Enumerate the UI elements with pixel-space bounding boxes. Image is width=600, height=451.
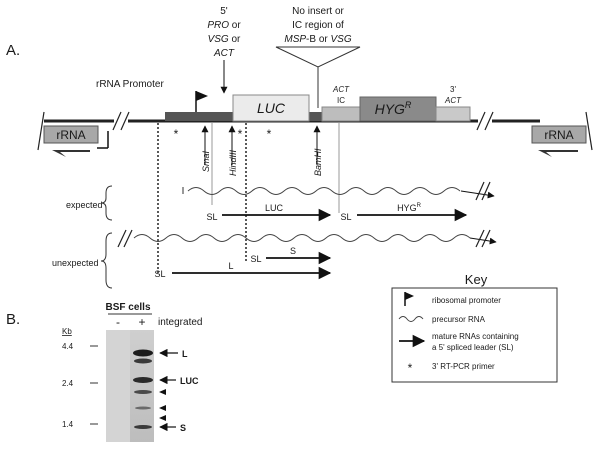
rrna-right-box xyxy=(531,125,587,144)
rrna-left-end-mark xyxy=(37,111,45,151)
band-s xyxy=(134,425,152,429)
unexpected-precursor-rna xyxy=(133,234,471,242)
expected-precursor-rna xyxy=(187,187,461,195)
luc-label: LUC xyxy=(257,100,286,116)
gel-lane-minus xyxy=(106,330,130,442)
act-3prime-box xyxy=(435,106,471,122)
rrna-right-direction-arrow xyxy=(538,150,578,157)
svg-text:PRO or: PRO or xyxy=(207,20,241,31)
kb-label: Kb xyxy=(62,327,72,336)
marker-1-4-label: 1.4 xyxy=(62,420,74,429)
insert-ic-triangle xyxy=(275,46,361,68)
band-luc-label: LUC xyxy=(180,376,199,386)
rrna-left-box xyxy=(43,125,99,144)
key-item-precursor-rna: precursor RNA xyxy=(432,315,486,324)
insert-5prime-label: 5' PRO or VSG or ACT xyxy=(207,6,241,59)
unexpected-break-mark-left xyxy=(117,229,133,248)
expected-label: expected xyxy=(66,200,103,210)
act-ic-label-1: ACT xyxy=(332,85,350,94)
band-minor-2 xyxy=(135,406,151,410)
expected-hyg-rna-label: HYGR xyxy=(397,203,422,213)
rrna-left-promoter-flag-icon xyxy=(97,131,109,149)
svg-text:5': 5' xyxy=(220,6,228,17)
key-title: Key xyxy=(465,272,488,287)
band-s-label: S xyxy=(180,423,186,433)
rrna-right-label: rRNA xyxy=(544,128,573,142)
rrna-promoter-flag-icon xyxy=(195,91,208,112)
unexpected-s-rna-label: S xyxy=(290,246,296,256)
act-3prime-label-1: 3' xyxy=(450,85,456,94)
unexpected-sl-l-label: SL xyxy=(154,269,165,279)
expected-brace xyxy=(100,185,113,221)
rrna-promoter-label: rRNA Promoter xyxy=(96,79,164,90)
key-item-spliced-leader: a 5' spliced leader (SL) xyxy=(432,343,514,352)
band-minor-arrowhead-3 xyxy=(159,415,166,421)
unexpected-precursor-arrow xyxy=(469,237,497,245)
svg-text:ACT: ACT xyxy=(213,48,235,59)
band-minor-arrowhead-1 xyxy=(159,389,166,395)
key-wavy-icon xyxy=(398,316,424,322)
svg-text:VSG or: VSG or xyxy=(208,34,241,45)
band-l xyxy=(133,349,153,357)
key-flag-icon xyxy=(404,292,414,306)
rrna-right-end-mark xyxy=(585,111,593,151)
key-item-mature-rnas: mature RNAs containing xyxy=(432,332,519,341)
svg-text:MSP-B or VSG: MSP-B or VSG xyxy=(284,34,351,45)
panel-a-label: A. xyxy=(6,42,20,59)
primer-asterisk-2: * xyxy=(238,127,243,141)
bsf-cells-label: BSF cells xyxy=(105,302,150,313)
lane-minus-label: - xyxy=(116,315,120,329)
key-item-rt-pcr-primer: 3' RT-PCR primer xyxy=(432,362,495,371)
expected-precursor-arrow xyxy=(460,190,495,199)
smai-site-label: SmaI xyxy=(201,150,211,172)
svg-text:IC region of: IC region of xyxy=(292,20,344,31)
band-l-lower xyxy=(134,358,152,364)
expected-sl-hyg-label: SL xyxy=(340,212,351,222)
primer-asterisk-3: * xyxy=(267,127,272,141)
unexpected-brace xyxy=(100,232,113,289)
band-minor-arrowhead-2 xyxy=(159,405,166,411)
panel-b-label: B. xyxy=(6,311,20,328)
luc-box xyxy=(232,94,310,122)
hyg-label: HYGR xyxy=(375,100,412,117)
integrated-label: integrated xyxy=(158,317,202,328)
band-l-label: L xyxy=(182,349,188,359)
hindiii-site-label: HindIII xyxy=(228,149,238,176)
insert-ic-label: No insert or IC region of MSP-B or VSG xyxy=(284,6,351,45)
marker-4-4-label: 4.4 xyxy=(62,342,74,351)
primer-asterisk-1: * xyxy=(174,127,179,141)
unexpected-l-rna-label: L xyxy=(228,261,233,271)
key-item-ribosomal-promoter: ribosomal promoter xyxy=(432,296,501,305)
band-minor-1 xyxy=(134,390,152,394)
break-mark-right xyxy=(476,111,494,131)
act-ic-label-2: IC xyxy=(337,96,345,105)
unexpected-label: unexpected xyxy=(52,258,99,268)
rrna-left-direction-arrow xyxy=(52,150,90,157)
band-luc xyxy=(133,377,153,383)
act-ic-box xyxy=(321,106,361,122)
bamhi-site-label: BamHI xyxy=(313,148,323,176)
marker-2-4-label: 2.4 xyxy=(62,379,74,388)
lane-plus-label: + xyxy=(138,315,145,329)
expected-luc-rna-label: LUC xyxy=(265,203,284,213)
svg-text:No insert or: No insert or xyxy=(292,6,344,17)
act-3prime-label-2: ACT xyxy=(444,96,462,105)
unexpected-break-mark-right xyxy=(475,229,491,248)
break-mark-left xyxy=(112,111,130,131)
key-asterisk-icon: * xyxy=(408,361,413,375)
rrna-left-label: rRNA xyxy=(56,128,85,142)
expected-break-mark xyxy=(475,181,491,201)
expected-sl-luc-label: SL xyxy=(206,212,217,222)
unexpected-sl-s-label: SL xyxy=(250,254,261,264)
